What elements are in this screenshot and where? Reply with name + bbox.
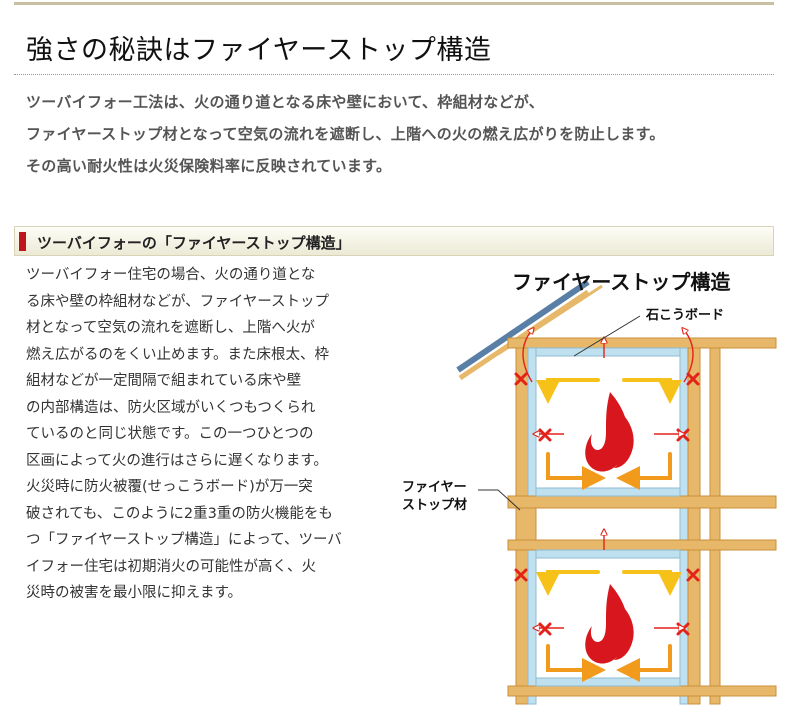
airflow-arrows-lower [536,570,682,682]
intro-line: ツーバイフォー工法は、火の通り道となる床や壁において、枠組材などが、 [26,93,545,111]
firestop-diagram: ファイヤーストップ構造 石こうボード ファイヤー ストップ材 [388,262,780,714]
section-header: ツーバイフォーの「ファイヤーストップ構造」 [14,226,774,256]
body-line: つ「ファイヤーストップ構造」によって、ツーバ [26,532,342,548]
blocked-heat-arrows [522,330,694,628]
body-line: 燃え広がるのをくい止めます。また床根太、枠 [26,346,330,363]
body-line: 材となって空気の流れを遮断し、上階へ火が [26,320,315,336]
intro-line: ファイヤーストップ材となって空気の流れを遮断し、上階への火の燃え広がりを防止しま… [26,125,665,143]
body-line: 区画によって火の進行はさらに遅くなります。 [26,452,328,469]
flame-upper-icon [585,392,634,472]
diagram-title: ファイヤーストップ構造 [512,270,731,294]
gypsum-board-label: 石こうボード [646,308,725,323]
section-marker [19,232,26,251]
firestop-label-line2: ストップ材 [402,498,468,513]
gypsum-board-upper [535,347,681,357]
page-title: 強さの秘訣はファイヤーストップ構造 [26,35,492,66]
body-line: ツーバイフォー住宅の場合、火の通り道とな [26,267,316,283]
gypsum-board-lower [535,677,681,687]
airflow-arrows-upper [536,378,682,490]
gypsum-leader-line [573,315,641,357]
body-line: る床や壁の枠組材などが、ファイヤーストップ [26,293,330,310]
flame-lower-icon [585,584,634,664]
intro-paragraph: ツーバイフォー工法は、火の通り道となる床や壁において、枠組材などが、 ファイヤー… [26,86,776,182]
top-rule [14,2,774,5]
body-line: 組材などが一定間隔で組まれている床や壁 [26,373,302,389]
intro-line: その高い耐火性は火災保険料率に反映されています。 [26,157,392,175]
ground-floor [507,685,777,697]
body-line: 破されても、このように2重3重の防火機能をも [26,505,333,522]
body-line: 火災時に防火被覆(せっこうボード)が万一突 [26,479,313,495]
section-title: ツーバイフォーの「ファイヤーストップ構造」 [37,234,351,252]
firestop-leader-line [478,489,521,511]
blocked-marks [514,372,700,636]
title-divider [14,74,774,75]
ceiling-rafter [507,337,777,349]
firestop-illustration [456,279,777,705]
body-line: 災時の被害を最小限に抑えます。 [26,585,243,601]
section-body: ツーバイフォー住宅の場合、火の通り道とな る床や壁の枠組材などが、ファイヤースト… [26,262,361,607]
body-line: の内部構造は、防火区域がいくつもつくられ [26,399,316,416]
firestop-label-line1: ファイヤー [402,480,467,495]
intermediate-floor [507,487,777,559]
body-line: ているのと同じ状態です。この一つひとつの [26,426,314,442]
body-line: イフォー住宅は初期消火の可能性が高く、火 [26,558,316,575]
